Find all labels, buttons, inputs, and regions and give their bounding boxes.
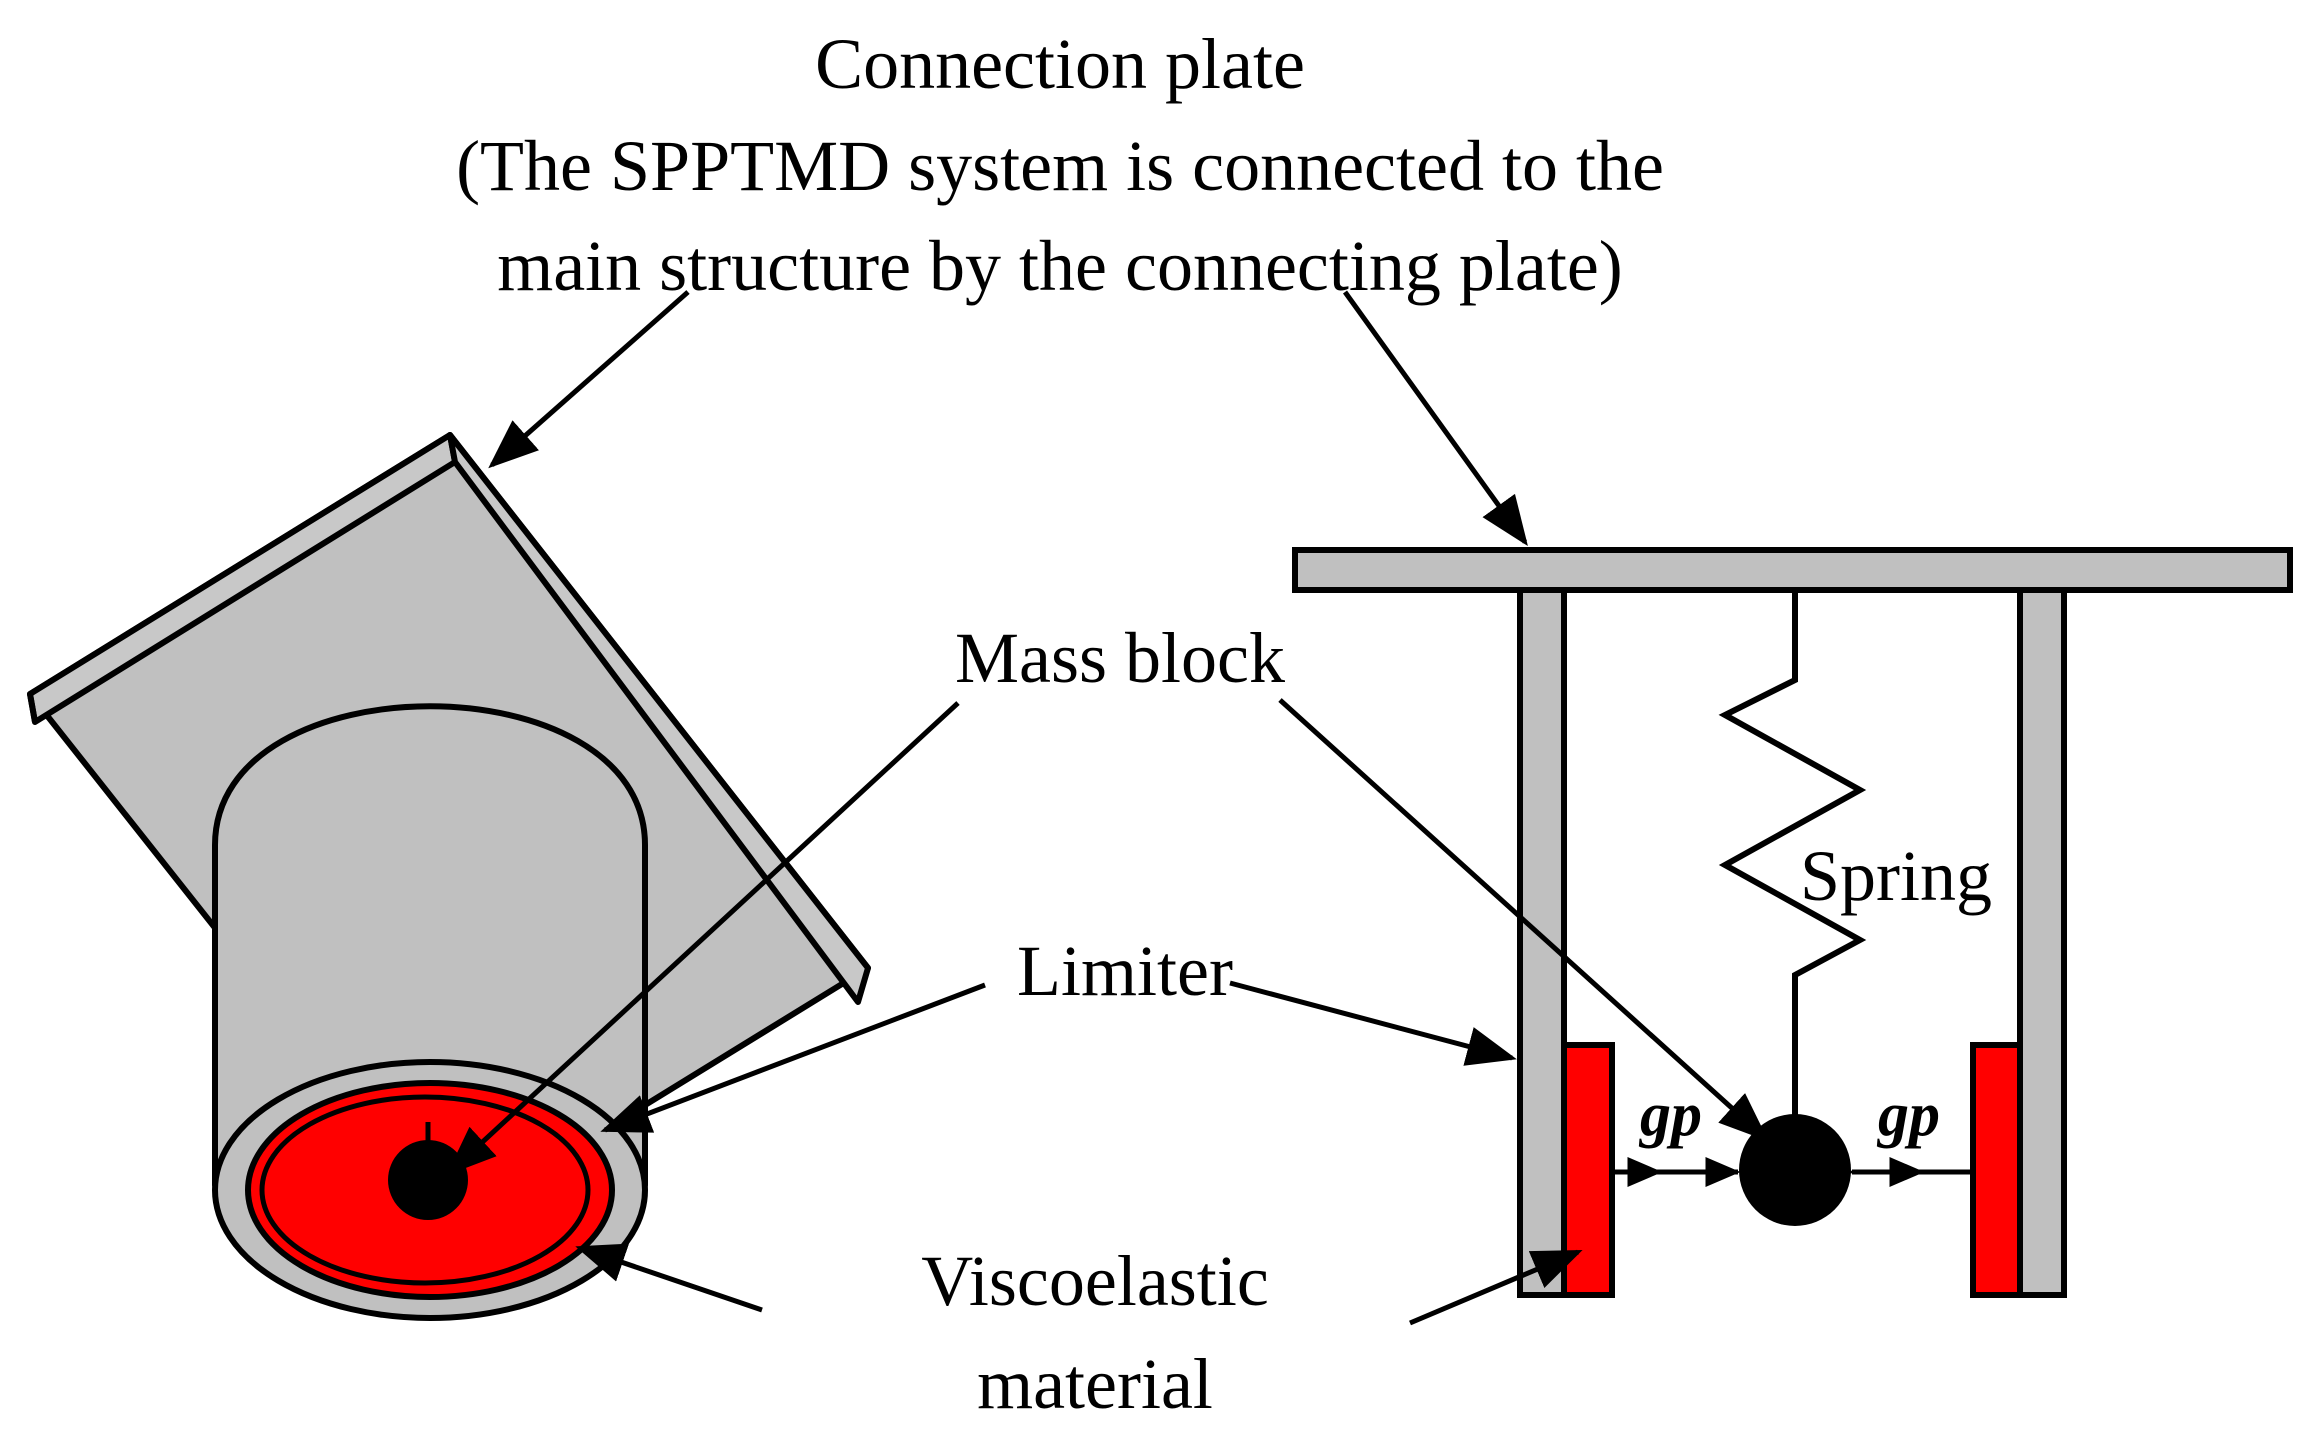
label-connection-note-1: (The SPPTMD system is connected to the — [456, 126, 1664, 206]
label-gap-left: gp — [1638, 1081, 1702, 1149]
leader-viscoelastic-left — [575, 1243, 763, 1313]
viscoelastic-pad-right — [1970, 1042, 2023, 1298]
cylinder-housing — [212, 703, 648, 1188]
leader-mass-right — [1278, 698, 1769, 1142]
limiter-ring-3d — [259, 1094, 591, 1286]
leader-limiter-right — [1229, 980, 1517, 1066]
schematic-view — [1292, 547, 2293, 1298]
label-limiter: Limiter — [1017, 931, 1233, 1011]
mass-block-3d — [388, 1140, 468, 1220]
leader-mass-left — [446, 701, 960, 1176]
leader-viscoelastic-right — [1409, 1249, 1583, 1326]
spring — [1718, 590, 1867, 1125]
label-connection-title: Connection plate — [815, 24, 1305, 104]
label-gap-right: gp — [1876, 1081, 1940, 1149]
left-post — [1517, 587, 1567, 1298]
leader-limiter-left — [600, 982, 986, 1133]
text-labels: Connection plate (The SPPTMD system is c… — [456, 24, 1992, 1424]
3d-damper-view — [27, 432, 871, 1321]
leader-connection-right — [1342, 290, 1528, 547]
label-mass-block: Mass block — [955, 618, 1285, 698]
label-viscoelastic-2: material — [977, 1344, 1213, 1424]
label-spring: Spring — [1800, 836, 1992, 916]
leader-connection-left — [488, 290, 690, 469]
connection-plate-3d-edge — [447, 432, 871, 1005]
connection-plate-schematic — [1292, 547, 2293, 593]
mass-block-schematic — [1739, 1114, 1851, 1226]
label-connection-note-2: main structure by the connecting plate) — [497, 226, 1623, 306]
label-viscoelastic-1: Viscoelastic — [921, 1241, 1269, 1321]
leader-lines — [446, 290, 1769, 1326]
right-post — [2017, 587, 2067, 1298]
